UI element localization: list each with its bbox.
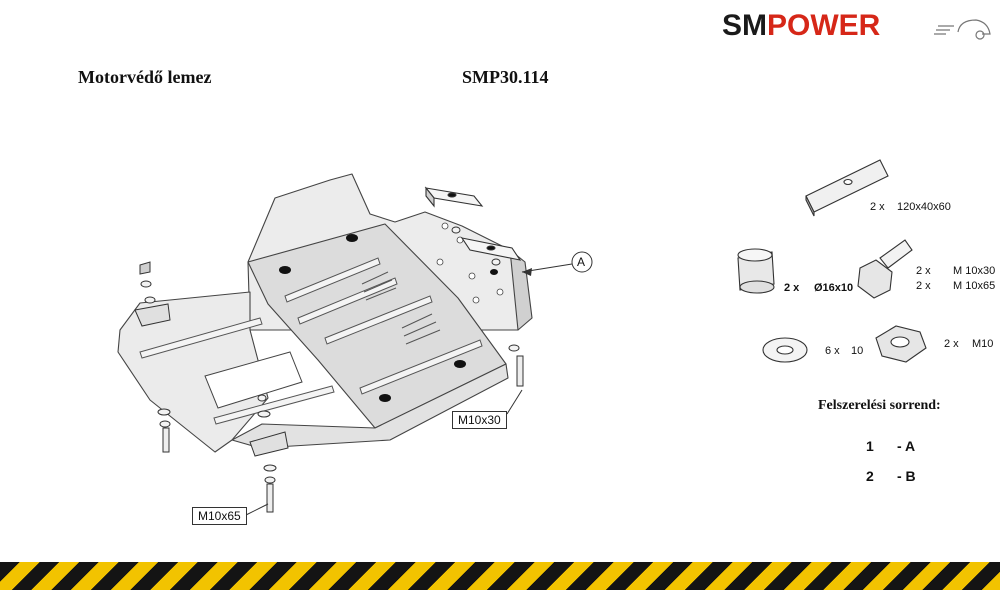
brand-logo-sm: SM [722,9,767,42]
part-desc: 10 [851,345,864,357]
part-qty: 2 x [944,338,959,350]
bolt-label-m10x65: M10x65 [192,507,247,525]
callout-a-label: A [577,255,586,269]
fastener-stack-left [139,261,171,453]
order-step-code: - B [897,468,916,484]
rib [359,339,483,395]
brand-logo: SMPOWER [722,8,992,44]
rib [139,317,263,359]
order-step-number: 2 [866,468,874,484]
part-qty: 2 x [916,265,931,277]
part-qty: 2 x [870,201,885,213]
skid-plate-cutout [204,351,303,409]
page-title: Motorvédő lemez [78,67,212,87]
part-desc: M 10x30 [953,265,996,277]
part-desc: M 10x65 [953,280,996,292]
part-desc: Ø16x10 [814,282,854,294]
bolt-label-m10x30: M10x30 [452,411,507,429]
mounting-holes [279,234,498,402]
fastener-stack-center [257,394,277,513]
order-step-number: 1 [866,438,874,454]
rib [324,295,433,345]
fastener-stack-right [508,344,524,387]
part-desc: 120x40x60 [897,201,951,213]
installation-order-title: Felszerelési sorrend: [818,398,941,413]
rib [213,385,335,425]
hardware-illustrations [737,159,927,363]
skid-plate-right-wall [509,249,533,331]
brand-logo-power: POWER [767,9,881,42]
hazard-stripe-footer [0,562,1000,590]
part-qty: 2 x [784,282,800,294]
skid-plate-diagram [117,159,927,516]
rib [284,257,381,303]
order-step-code: - A [897,438,916,454]
part-qty: 6 x [825,345,840,357]
part-qty: 2 x [916,280,931,292]
callout-a-circle [571,251,593,273]
rib [297,277,398,325]
part-desc: M10 [972,338,994,350]
car-silhouette-icon [934,19,991,40]
product-code: SMP30.114 [462,67,549,87]
